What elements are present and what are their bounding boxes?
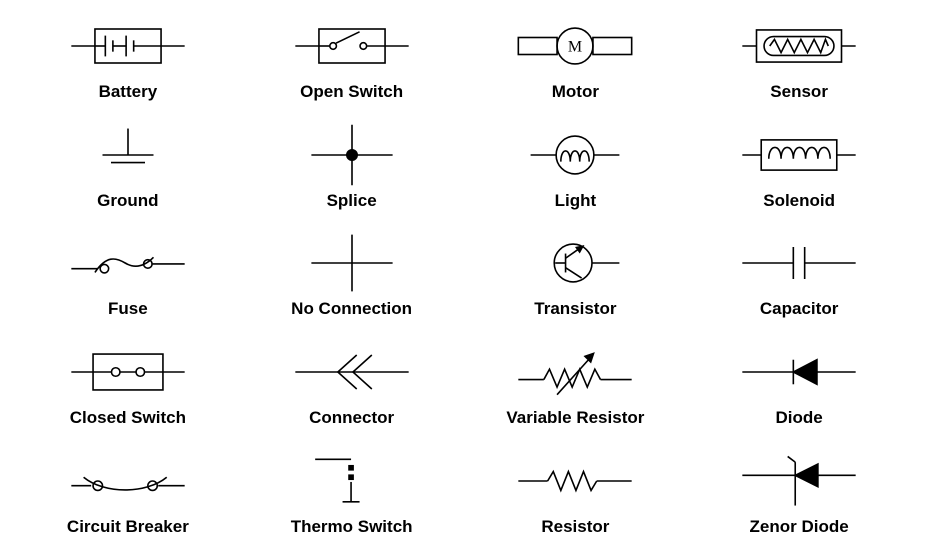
symbol-label: Zenor Diode [749,517,849,537]
capacitor-symbol-icon [733,228,865,298]
symbol-label: Light [554,190,597,210]
symbol-label: Solenoid [763,190,836,210]
motor-letter: M [568,39,582,56]
motor-symbol-icon: M [509,11,641,81]
battery-symbol-icon [62,11,194,81]
symbol-label: Motor [551,81,599,101]
splice-symbol-icon [286,120,418,190]
cell-ground: Ground [16,111,240,220]
cell-variable-resistor: Variable Resistor [464,328,688,437]
symbol-label: Closed Switch [69,408,186,428]
light-symbol-icon [509,120,641,190]
symbol-label: Open Switch [300,81,404,101]
fuse-symbol-icon [62,228,194,298]
cell-thermo-switch: Thermo Switch [240,437,464,546]
cell-battery: Battery [16,2,240,111]
symbol-label: Resistor [541,517,610,537]
cell-sensor: Sensor [687,2,911,111]
symbol-label: Splice [326,190,377,210]
cell-solenoid: Solenoid [687,111,911,220]
cell-zenor-diode: Zenor Diode [687,437,911,546]
symbol-label: Fuse [108,299,148,319]
symbol-label: Circuit Breaker [66,517,189,537]
symbol-label: Sensor [770,81,828,101]
cell-motor: M Motor [464,2,688,111]
cell-transistor: Transistor [464,220,688,329]
symbol-label: Diode [775,408,823,428]
resistor-symbol-icon [509,446,641,516]
open-switch-symbol-icon [286,11,418,81]
cell-closed-switch: Closed Switch [16,328,240,437]
cell-fuse: Fuse [16,220,240,329]
cell-connector: Connector [240,328,464,437]
no-connection-symbol-icon [286,228,418,298]
cell-resistor: Resistor [464,437,688,546]
cell-open-switch: Open Switch [240,2,464,111]
sensor-symbol-icon [733,11,865,81]
transistor-symbol-icon [509,228,641,298]
zenor-diode-symbol-icon [733,446,865,516]
symbol-label: Transistor [534,299,617,319]
ground-symbol-icon [62,120,194,190]
connector-symbol-icon [286,337,418,407]
symbol-label: Battery [98,81,158,101]
variable-resistor-symbol-icon [509,337,641,407]
solenoid-symbol-icon [733,120,865,190]
symbol-label: Variable Resistor [506,408,645,428]
symbol-label: No Connection [291,299,413,319]
cell-splice: Splice [240,111,464,220]
symbol-label: Connector [309,408,395,428]
symbol-label: Ground [97,190,159,210]
closed-switch-symbol-icon [62,337,194,407]
cell-light: Light [464,111,688,220]
symbol-label: Capacitor [759,299,839,319]
circuit-breaker-symbol-icon [62,446,194,516]
cell-circuit-breaker: Circuit Breaker [16,437,240,546]
symbol-label: Thermo Switch [290,517,413,537]
thermo-switch-symbol-icon [286,446,418,516]
diode-symbol-icon [733,337,865,407]
cell-no-connection: No Connection [240,220,464,329]
cell-capacitor: Capacitor [687,220,911,329]
cell-diode: Diode [687,328,911,437]
